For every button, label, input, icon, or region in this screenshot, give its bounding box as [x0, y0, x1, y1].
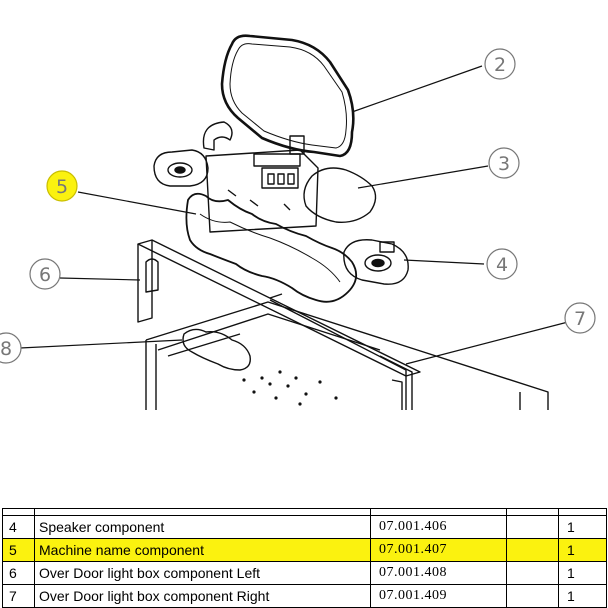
cabinet-detail-dots: [242, 370, 338, 406]
item-qty: 1: [558, 515, 607, 539]
svg-text:8: 8: [0, 338, 12, 360]
cabinet-body: [145, 301, 549, 410]
callout-6: 6: [29, 258, 61, 290]
item-code: 07.001.407: [370, 538, 507, 562]
svg-text:2: 2: [494, 54, 506, 76]
callout-5: 5: [46, 170, 78, 202]
item-blank: [506, 515, 559, 539]
item-name: Over Door light box component Right: [34, 584, 371, 608]
item-qty: 1: [558, 561, 607, 585]
leader-lines: [19, 65, 569, 365]
callout-2: 2: [484, 48, 516, 80]
table-row-partial: [2, 508, 607, 516]
item-blank: [506, 584, 559, 608]
item-name: Machine name component: [34, 538, 371, 562]
table-row-highlighted: 5 Machine name component 07.001.407 1: [2, 538, 607, 562]
inner-cloud-panel: [182, 328, 251, 371]
item-blank: [506, 538, 559, 562]
svg-text:6: 6: [39, 264, 51, 286]
right-light-box: [269, 299, 413, 410]
svg-text:5: 5: [56, 176, 68, 198]
table-row: 7 Over Door light box component Right 07…: [2, 584, 607, 608]
callout-3: 3: [488, 147, 520, 179]
top-sign-panel: [220, 34, 355, 158]
item-qty: 1: [558, 538, 607, 562]
exploded-assembly-diagram: 2 3 4 5 6 7 8: [0, 34, 596, 410]
svg-text:4: 4: [496, 254, 508, 276]
table-row: 6 Over Door light box component Left 07.…: [2, 561, 607, 585]
left-light-box: [137, 239, 421, 377]
svg-text:3: 3: [498, 153, 510, 175]
callout-4: 4: [486, 248, 518, 280]
item-name: Over Door light box component Left: [34, 561, 371, 585]
item-code: 07.001.406: [370, 515, 507, 539]
item-code: 07.001.409: [370, 584, 507, 608]
item-number: 7: [2, 584, 35, 608]
item-qty: 1: [558, 584, 607, 608]
item-code: 07.001.408: [370, 561, 507, 585]
parts-table: 4 Speaker component 07.001.406 1 5 Machi…: [2, 508, 607, 608]
item-number: 6: [2, 561, 35, 585]
item-blank: [506, 561, 559, 585]
svg-text:7: 7: [574, 308, 586, 330]
item-name: Speaker component: [34, 515, 371, 539]
callout-7: 7: [564, 302, 596, 334]
table-row: 4 Speaker component 07.001.406 1: [2, 515, 607, 539]
item-number: 4: [2, 515, 35, 539]
left-speaker: [153, 149, 209, 187]
right-speaker: [343, 239, 409, 285]
item-number: 5: [2, 538, 35, 562]
machine-name-component: [185, 192, 358, 303]
callout-8: 8: [0, 332, 22, 364]
